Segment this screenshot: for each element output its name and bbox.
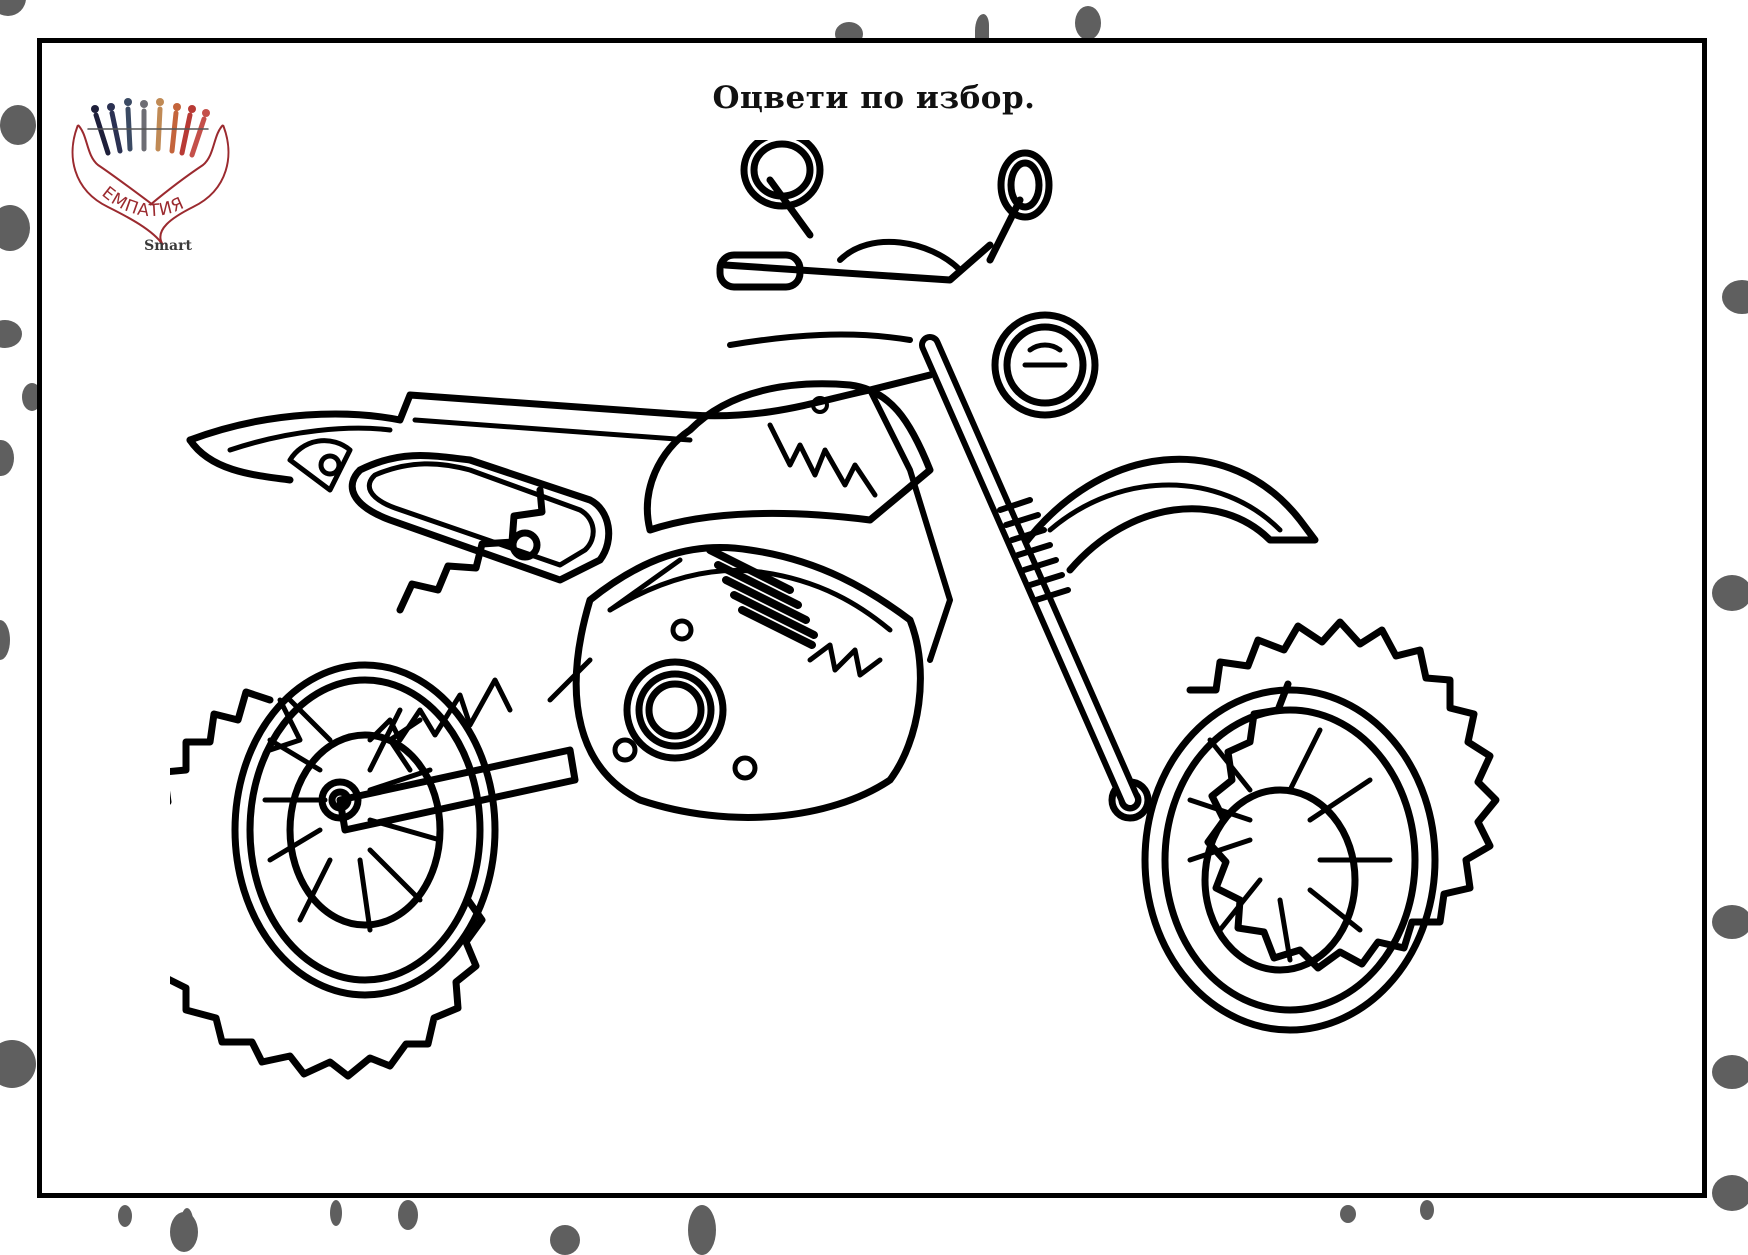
dot [1712,1175,1748,1211]
dot [1712,1055,1748,1089]
dot [0,440,14,476]
dot [0,105,36,145]
dot [550,1225,580,1255]
front-wheel [1108,618,1500,1034]
motorcycle-illustration [170,140,1500,1080]
page-title: Оцвети по избор. [712,80,1036,116]
dot [0,620,10,660]
dot [118,1205,132,1227]
dot [1075,6,1101,40]
number-plate [287,438,613,584]
dot [1712,905,1748,939]
handlebar [716,140,1053,291]
dot [1722,280,1748,314]
dot [0,1040,36,1088]
dot [975,14,989,42]
dot [1340,1205,1356,1223]
hands-people-icon: ЕМПАТИЯ [71,98,230,246]
empathy-smart-logo: ЕМПАТИЯ Smart [68,95,268,260]
dot [170,1212,198,1252]
dot [330,1200,342,1226]
rear-wheel [170,486,546,1080]
dot [398,1200,418,1230]
dot [0,205,30,251]
dot [1712,575,1748,611]
dot [688,1205,716,1255]
fuel-tank [643,380,934,534]
dot [0,320,22,348]
logo-subtitle: Smart [144,238,192,254]
dot [0,0,26,16]
engine [547,544,924,821]
dot [1420,1200,1434,1220]
front-fork [919,334,1141,811]
